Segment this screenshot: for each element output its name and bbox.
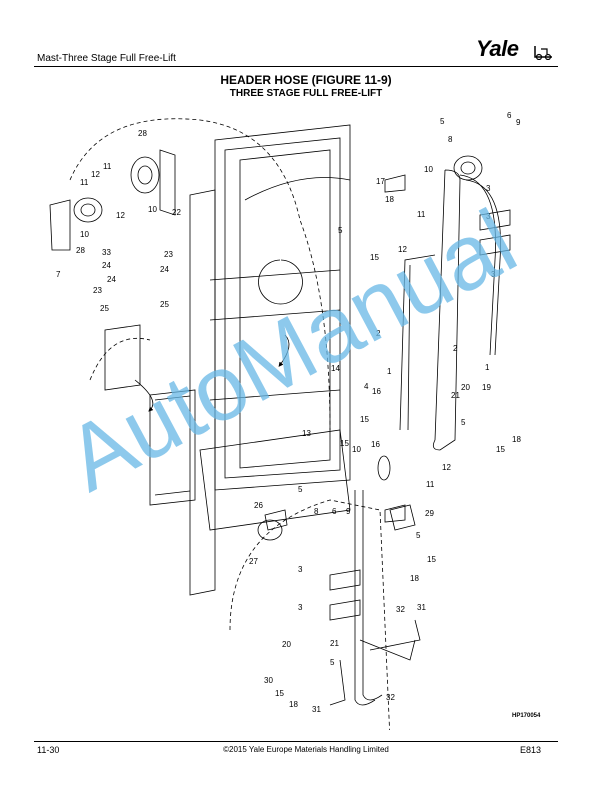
figure-title: HEADER HOSE (FIGURE 11-9) (220, 73, 392, 87)
callout: 31 (417, 603, 426, 612)
callout: 15 (275, 689, 284, 698)
callout: 18 (385, 195, 394, 204)
callout: 28 (138, 129, 147, 138)
callout: 18 (289, 700, 298, 709)
callout: 15 (427, 555, 436, 564)
callout: 16 (371, 440, 380, 449)
callout: 16 (372, 387, 381, 396)
doc-code: E813 (520, 745, 542, 755)
callout: 14 (331, 364, 340, 373)
callout: 18 (410, 574, 419, 583)
callout: 15 (360, 415, 369, 424)
callout: 4 (364, 382, 369, 391)
callout: 15 (370, 253, 379, 262)
section-title: Mast-Three Stage Full Free-Lift (37, 53, 176, 64)
figure-code: HP170054 (512, 713, 541, 719)
callout: 11 (426, 480, 435, 489)
callout: 25 (100, 304, 109, 313)
callout: 8 (448, 135, 453, 144)
callout: 10 (352, 445, 361, 454)
callout: 12 (398, 245, 407, 254)
callout: 3 (298, 565, 303, 574)
callout: 23 (93, 286, 102, 295)
callout: 5 (330, 658, 335, 667)
footer-rule (34, 741, 558, 742)
callout: 12 (91, 170, 100, 179)
callout: 2 (453, 344, 458, 353)
callout: 13 (302, 429, 311, 438)
callout: 9 (346, 507, 351, 516)
callout: 3 (486, 212, 491, 221)
callout: 2 (376, 329, 381, 338)
callout: 1 (387, 367, 392, 376)
callout: 10 (424, 165, 433, 174)
callout: 24 (107, 275, 116, 284)
callout: 5 (338, 226, 343, 235)
callout: 24 (160, 265, 169, 274)
callout: 7 (56, 270, 61, 279)
callout: 32 (396, 605, 405, 614)
header-rule (34, 66, 558, 67)
callout: 9 (516, 118, 521, 127)
parts-diagram: 28 11 12 10 22 11 12 10 28 7 33 24 23 24… (49, 111, 541, 730)
callout: 5 (440, 117, 445, 126)
callout: 11 (103, 162, 112, 171)
callout: 32 (386, 693, 395, 702)
callout: 15 (496, 445, 505, 454)
callout: 26 (254, 501, 263, 510)
callout: 22 (172, 208, 181, 217)
callout: 6 (332, 507, 337, 516)
copyright: ©2015 Yale Europe Materials Handling Lim… (223, 745, 389, 754)
callout: 18 (512, 435, 521, 444)
callout: 17 (376, 177, 385, 186)
callout: 11 (80, 178, 89, 187)
callout: 3 (298, 603, 303, 612)
figure-subtitle: THREE STAGE FULL FREE-LIFT (229, 88, 383, 99)
callout: 5 (416, 531, 421, 540)
callout: 8 (314, 507, 319, 516)
callout: 27 (249, 557, 258, 566)
page-number: 11-30 (37, 745, 60, 755)
callout-labels: 28 11 12 10 22 11 12 10 28 7 33 24 23 24… (56, 111, 541, 719)
callout: 25 (160, 300, 169, 309)
callout: 21 (330, 639, 339, 648)
forklift-icon (534, 46, 552, 60)
callout: 30 (264, 676, 273, 685)
callout: 23 (164, 250, 173, 259)
callout: 6 (507, 111, 512, 120)
callout: 11 (417, 210, 426, 219)
callout: 20 (282, 640, 291, 649)
callout: 3 (486, 184, 491, 193)
callout: 28 (76, 246, 85, 255)
callout: 1 (485, 363, 490, 372)
brand-logo: Yale (476, 36, 519, 61)
callout: 24 (102, 261, 111, 270)
callout: 33 (102, 248, 111, 257)
callout: 15 (340, 439, 349, 448)
callout: 19 (482, 383, 491, 392)
callout: 10 (80, 230, 89, 239)
callout: 12 (116, 211, 125, 220)
callout: 5 (298, 485, 303, 494)
callout: 3 (491, 270, 496, 279)
callout: 21 (451, 391, 460, 400)
callout: 29 (425, 509, 434, 518)
callout: 10 (148, 205, 157, 214)
callout: 20 (461, 383, 470, 392)
callout: 5 (461, 418, 466, 427)
callout: 12 (442, 463, 451, 472)
callout: 31 (312, 705, 321, 714)
